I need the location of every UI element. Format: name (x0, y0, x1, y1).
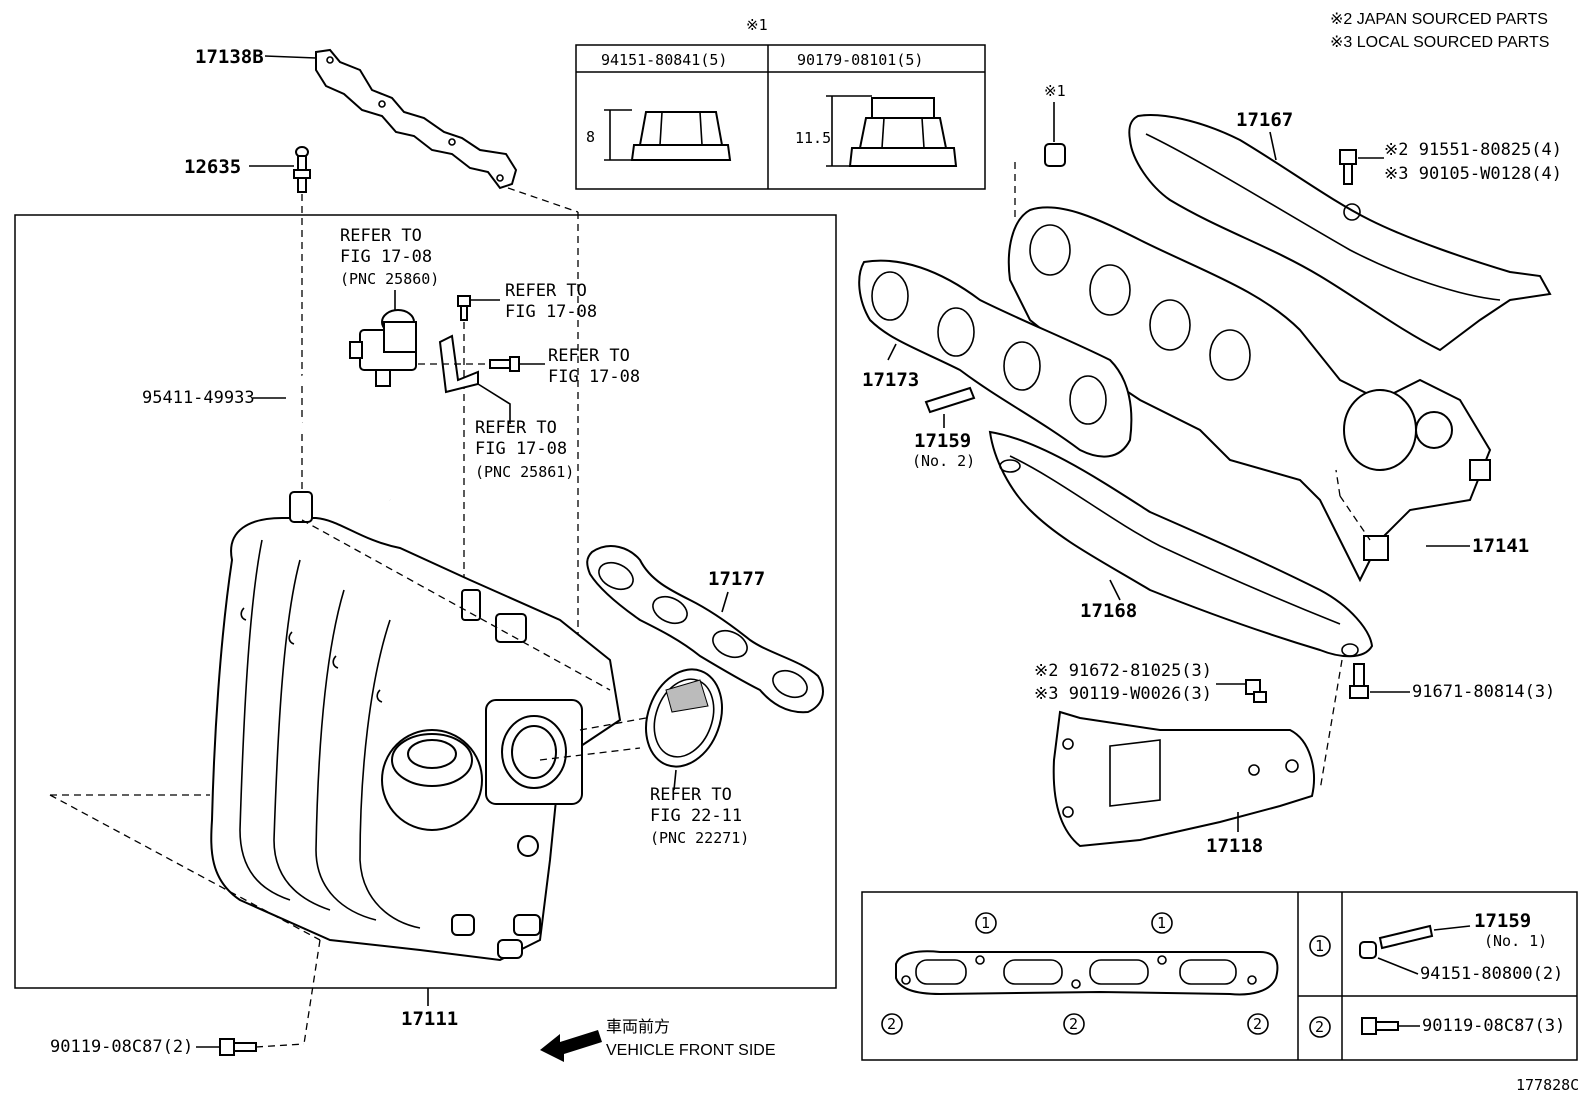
stud-12635 (293, 146, 311, 193)
vehicle-front-arrow-icon (540, 1030, 602, 1062)
inset-17159-no1-a: 17159 (1474, 910, 1531, 932)
refer1-b: FIG 17-08 (340, 247, 432, 267)
label-17168: 17168 (1080, 600, 1137, 622)
inset-circle-2c: 2 (1253, 1015, 1262, 1033)
flange-nut-2-icon (826, 95, 958, 167)
refer3-b: FIG 17-08 (548, 367, 640, 387)
inset-circle-2b: 2 (1069, 1015, 1078, 1033)
bolt-refer2 (457, 295, 471, 321)
inset-circle-1b: 1 (1157, 914, 1166, 932)
nut-col1-dim: 8 (586, 128, 595, 146)
exhaust-manifold-17141 (1007, 206, 1492, 583)
heat-insulator-17168 (988, 430, 1374, 658)
manifold-stay-17118 (1052, 710, 1315, 848)
vsv-bracket (438, 334, 479, 394)
inset-94151: 94151-80800(2) (1420, 964, 1563, 984)
label-91671: 91671-80814(3) (1412, 682, 1555, 702)
refer1-a: REFER TO (340, 226, 422, 246)
heat-insulator-17167 (1128, 114, 1552, 352)
label-17138b: 17138B (195, 46, 264, 68)
label-17159-no2-a: 17159 (914, 430, 971, 452)
label-91551: ※2 91551-80825(4) (1384, 140, 1562, 160)
inset-fastener-box (861, 891, 1578, 1061)
refer5-b: FIG 22-11 (650, 806, 742, 826)
vacuum-hose (288, 371, 391, 501)
nut-table-mark: ※1 (746, 16, 768, 34)
bolt-refer3 (489, 356, 520, 372)
stud-17159-no2 (924, 386, 976, 414)
label-90119-bottom: 90119-08C87(2) (50, 1037, 193, 1057)
label-17118: 17118 (1206, 835, 1263, 857)
label-17177: 17177 (708, 568, 765, 590)
refer5-c: (PNC 22271) (650, 829, 749, 847)
vsv-valve (349, 309, 417, 387)
bolt-91551 (1339, 149, 1357, 185)
label-95411: 95411-49933 (142, 388, 255, 408)
inset-circle-2a: 2 (887, 1015, 896, 1033)
front-en: VEHICLE FRONT SIDE (606, 1042, 776, 1059)
nut-table: ※1 94151-80841(5) 90179-08101(5) 8 (575, 16, 986, 190)
label-17159-no2-b: (No. 2) (912, 452, 975, 470)
exhaust-gasket-17173 (858, 259, 1133, 458)
legend-japan: ※2 JAPAN SOURCED PARTS (1330, 11, 1548, 28)
intake-gasket-17177 (586, 545, 824, 714)
label-12635: 12635 (184, 156, 241, 178)
manifold-nut-icon (1044, 143, 1066, 167)
refer5-a: REFER TO (650, 785, 732, 805)
inset-key-1: 1 (1315, 937, 1324, 955)
bracket-17138b (315, 48, 518, 190)
intake-group-frame (14, 214, 837, 989)
flange-nut-1-icon (604, 109, 732, 161)
bolt-91672 (1245, 679, 1267, 703)
label-17167: 17167 (1236, 109, 1293, 131)
refer4-a: REFER TO (475, 418, 557, 438)
label-17173: 17173 (862, 369, 919, 391)
refer4-c: (PNC 25861) (475, 463, 574, 481)
nut-col2-part: 90179-08101(5) (797, 51, 923, 69)
refer4-b: FIG 17-08 (475, 439, 567, 459)
inset-key-2: 2 (1315, 1018, 1324, 1036)
inset-17159-no1-b: (No. 1) (1484, 932, 1547, 950)
stud-17159-no1-icon (1359, 924, 1434, 959)
refer3-a: REFER TO (548, 346, 630, 366)
nut-col2-dim: 11.5 (795, 129, 831, 147)
bolt-90119-bottom (219, 1038, 257, 1056)
figure-id: 177828C (1516, 1076, 1579, 1094)
label-91672: ※2 91672-81025(3) (1034, 661, 1212, 681)
label-90105: ※3 90105-W0128(4) (1384, 164, 1562, 184)
bolt-90119-08c87-icon (1361, 1017, 1399, 1035)
label-17111: 17111 (401, 1008, 458, 1030)
intake-manifold-17111 (210, 491, 622, 962)
inset-90119: 90119-08C87(3) (1422, 1016, 1565, 1036)
label-90119-w: ※3 90119-W0026(3) (1034, 684, 1212, 704)
front-jp: 車両前方 (606, 1018, 670, 1036)
refer2-a: REFER TO (505, 281, 587, 301)
manifold-nut-mark: ※1 (1044, 82, 1066, 100)
legend-local: ※3 LOCAL SOURCED PARTS (1330, 34, 1549, 51)
refer2-b: FIG 17-08 (505, 302, 597, 322)
throttle-gasket-ring (645, 668, 723, 768)
refer1-c: (PNC 25860) (340, 270, 439, 288)
label-17141: 17141 (1472, 535, 1529, 557)
inset-circle-1a: 1 (981, 914, 990, 932)
bolt-91671 (1349, 663, 1369, 699)
nut-col1-part: 94151-80841(5) (601, 51, 727, 69)
